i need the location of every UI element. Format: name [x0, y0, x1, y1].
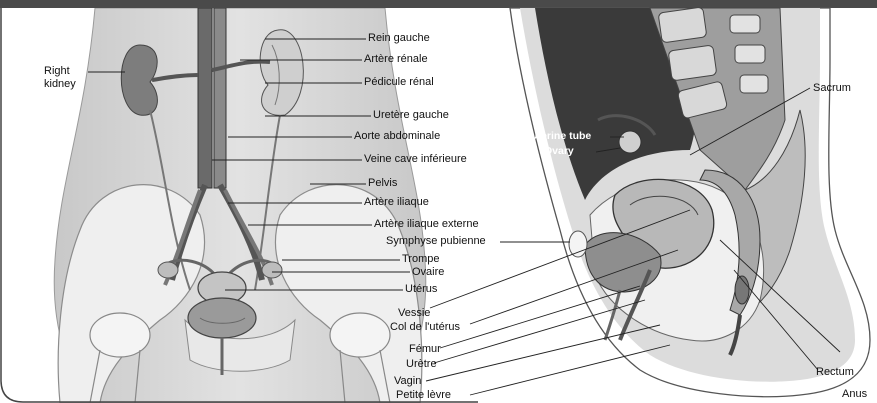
aorta	[214, 8, 226, 188]
ovary-sagittal	[619, 131, 641, 153]
label-femur: Fémur	[409, 343, 441, 356]
label-vagin: Vagin	[394, 375, 421, 388]
label-uterine-tube: Uterine tube	[530, 130, 591, 143]
label-uretere-gauche: Uretère gauche	[373, 109, 449, 122]
label-col-uterus: Col de l'utérus	[390, 321, 460, 334]
label-pelvis: Pelvis	[368, 177, 397, 190]
label-uterus: Utérus	[405, 283, 437, 296]
label-ovary: Ovary	[544, 145, 574, 158]
label-rein-gauche: Rein gauche	[368, 32, 430, 45]
label-pedicule-renal: Pédicule rénal	[364, 76, 434, 89]
label-ovaire: Ovaire	[412, 266, 444, 279]
label-aorte-abdominale: Aorte abdominale	[354, 130, 440, 143]
label-sacrum: Sacrum	[813, 82, 851, 95]
label-trompe: Trompe	[402, 253, 440, 266]
label-artere-iliaque-externe: Artère iliaque externe	[374, 218, 479, 231]
top-bar	[0, 0, 877, 8]
femur-head-left	[90, 313, 150, 357]
label-artere-renale: Artère rénale	[364, 53, 428, 66]
vena-cava	[198, 8, 212, 188]
label-uretre: Urètre	[406, 358, 437, 371]
label-symphyse-pubienne: Symphyse pubienne	[386, 235, 486, 248]
label-petite-levre: Petite lèvre	[396, 389, 451, 402]
femur-head-right	[330, 313, 390, 357]
label-vessie: Vessie	[398, 307, 430, 320]
sagittal-view	[510, 7, 870, 397]
label-rectum: Rectum	[816, 366, 854, 379]
label-right-kidney: Right kidney	[44, 65, 76, 91]
bladder-shape	[188, 298, 256, 338]
label-anus: Anus	[842, 388, 867, 401]
label-veine-cave: Veine cave inférieure	[364, 153, 467, 166]
label-artere-iliaque: Artère iliaque	[364, 196, 429, 209]
